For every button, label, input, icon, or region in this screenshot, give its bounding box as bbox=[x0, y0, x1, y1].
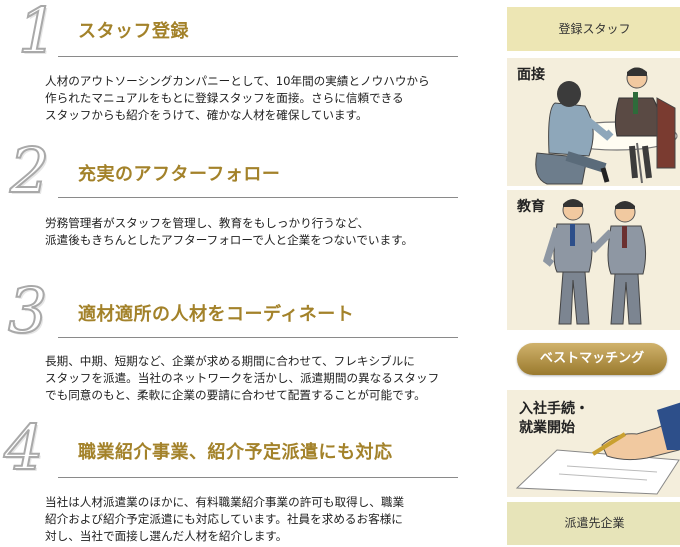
step-1: 1 スタッフ登録 人材のアウトソーシングカンパニーとして、10年間の実績とノウハ… bbox=[0, 0, 500, 130]
step-3: 3 適材適所の人材をコーディネート 長期、中期、短期など、企業が求める期間に合わ… bbox=[0, 274, 500, 410]
desc-line: 派遣後もきちんとしたアフターフォローで人と企業をつないでいます。 bbox=[45, 233, 414, 247]
desc-line: 当社は人材派遣業のほかに、有料職業紹介事業の許可も取得し、職業 bbox=[45, 495, 405, 509]
step-description: 労務管理者がスタッフを管理し、教育をもしっかり行うなど、 派遣後もきちんとしたア… bbox=[45, 215, 505, 249]
desc-line: 人材のアウトソーシングカンパニーとして、10年間の実績とノウハウから bbox=[45, 74, 430, 88]
best-matching-badge: ベストマッチング bbox=[517, 343, 667, 375]
onboarding-label: 入社手続・ 就業開始 bbox=[519, 400, 589, 438]
training-label: 教育 bbox=[517, 199, 545, 215]
step-number: 3 bbox=[7, 274, 48, 347]
onboarding-label-line: 入社手続・ bbox=[519, 401, 589, 417]
step-description: 人材のアウトソーシングカンパニーとして、10年間の実績とノウハウから 作られたマ… bbox=[45, 73, 505, 124]
divider bbox=[58, 56, 458, 57]
desc-line: 作られたマニュアルをもとに登録スタッフを面接。さらに信頼できる bbox=[45, 91, 404, 105]
training-panel: 教育 bbox=[507, 190, 680, 330]
divider bbox=[58, 337, 458, 338]
desc-line: 労務管理者がスタッフを管理し、教育をもしっかり行うなど、 bbox=[45, 216, 370, 230]
registered-staff-box: 登録スタッフ bbox=[507, 7, 680, 51]
step-4: 4 職業紹介事業、紹介予定派遣にも対応 当社は人材派遣業のほかに、有料職業紹介事… bbox=[0, 415, 500, 547]
desc-line: スタッフからも紹介をうけて、確かな人材を確保しています。 bbox=[45, 108, 368, 122]
step-title: 職業紹介事業、紹介予定派遣にも対応 bbox=[78, 442, 393, 463]
interview-panel: 面接 bbox=[507, 58, 680, 186]
desc-line: スタッフを派遣。当社のネットワークを活かし、派遣期間の異なるスタッフ bbox=[45, 371, 440, 385]
desc-line: でも同意のもと、柔軟に企業の要請に合わせて配置することが可能です。 bbox=[45, 388, 426, 402]
desc-line: 長期、中期、短期など、企業が求める期間に合わせて、フレキシブルに bbox=[45, 354, 415, 368]
training-illustration bbox=[542, 199, 647, 325]
client-company-label: 派遣先企業 bbox=[564, 516, 625, 530]
step-description: 当社は人材派遣業のほかに、有料職業紹介事業の許可も取得し、職業 紹介および紹介予… bbox=[45, 494, 505, 545]
registered-staff-label: 登録スタッフ bbox=[558, 22, 631, 36]
client-company-box: 派遣先企業 bbox=[507, 502, 680, 545]
step-title: 充実のアフターフォロー bbox=[78, 164, 281, 185]
interview-label: 面接 bbox=[517, 67, 545, 83]
step-2: 2 充実のアフターフォロー 労務管理者がスタッフを管理し、教育をもしっかり行うな… bbox=[0, 134, 500, 260]
step-number: 1 bbox=[17, 0, 58, 67]
divider bbox=[58, 197, 458, 198]
divider bbox=[58, 477, 458, 478]
desc-line: 対し、当社で面接し選んだ人材を紹介します。 bbox=[45, 529, 288, 543]
onboarding-panel: 入社手続・ 就業開始 bbox=[507, 390, 680, 497]
onboarding-label-line: 就業開始 bbox=[519, 420, 575, 436]
step-number: 4 bbox=[3, 411, 44, 484]
contract-illustration bbox=[515, 402, 680, 495]
step-title: 適材適所の人材をコーディネート bbox=[78, 304, 355, 325]
step-description: 長期、中期、短期など、企業が求める期間に合わせて、フレキシブルに スタッフを派遣… bbox=[45, 353, 505, 404]
desc-line: 紹介および紹介予定派遣にも対応しています。社員を求めるお客様に bbox=[45, 512, 403, 526]
step-title: スタッフ登録 bbox=[78, 21, 189, 42]
interview-illustration bbox=[535, 67, 678, 185]
step-number: 2 bbox=[9, 134, 50, 207]
